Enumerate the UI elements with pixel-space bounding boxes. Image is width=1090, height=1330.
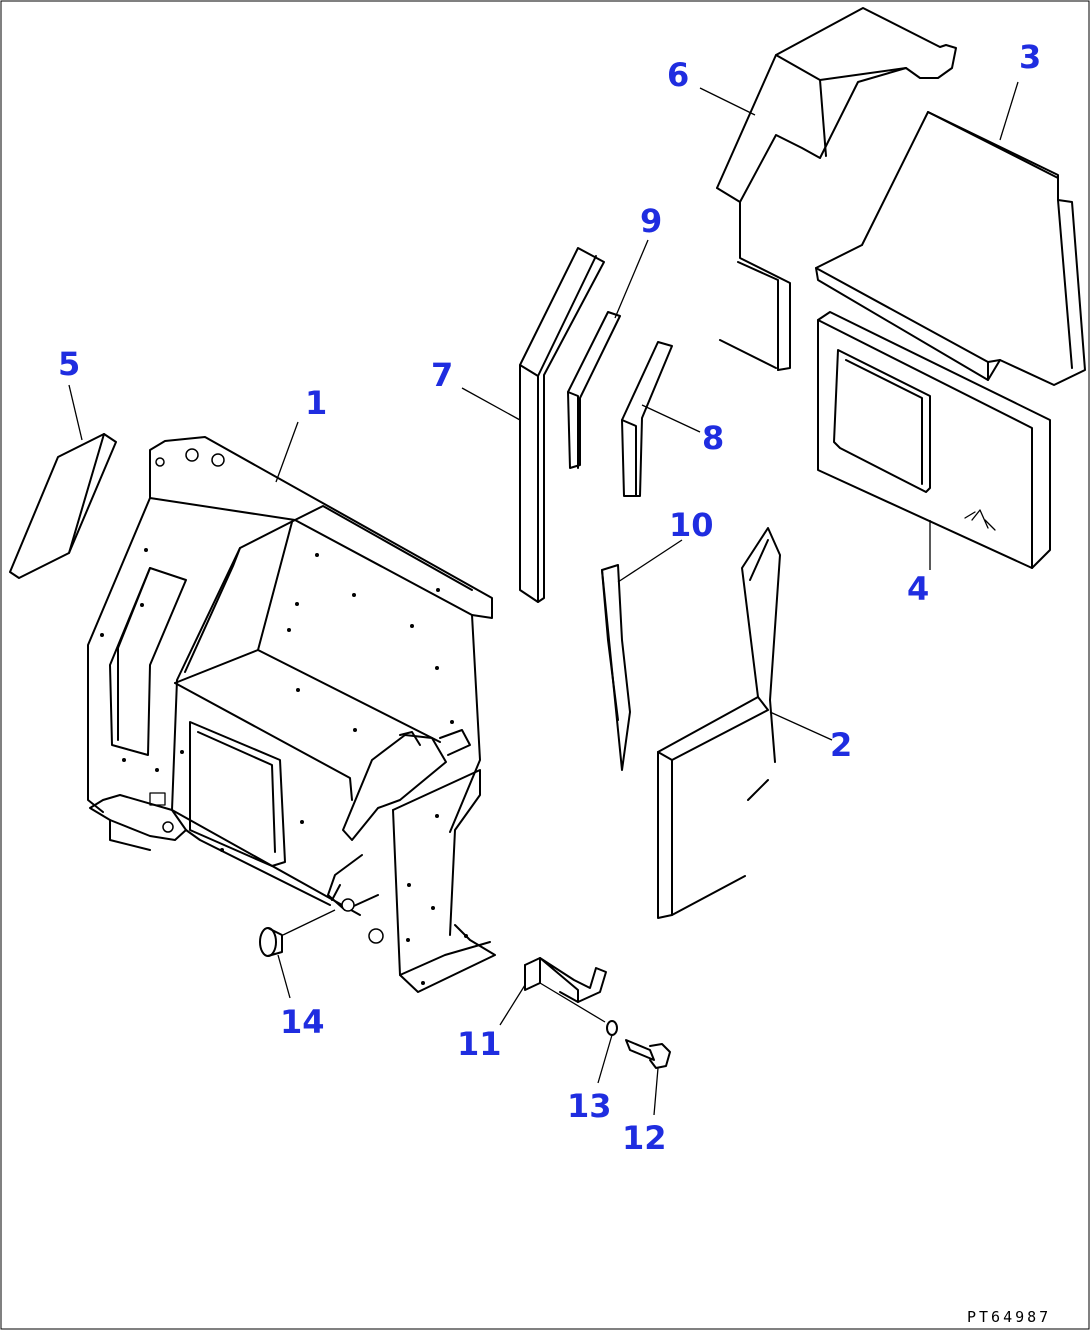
callout-8: 8 — [702, 419, 724, 457]
part-13-washer — [606, 1020, 618, 1036]
part-8-strip — [621, 341, 673, 497]
callout-6: 6 — [667, 56, 689, 94]
drawing-number: PT64987 — [967, 1308, 1051, 1326]
part-7-strip — [519, 247, 605, 603]
callout-13: 13 — [567, 1087, 612, 1125]
part-2-panel — [657, 527, 781, 919]
leader-lines — [68, 81, 1019, 1116]
part-1-housing — [87, 436, 496, 993]
housing-holes — [100, 548, 468, 985]
callout-2: 2 — [830, 726, 852, 764]
callout-14: 14 — [280, 1003, 325, 1041]
part-9-strip — [567, 311, 621, 469]
callout-11: 11 — [457, 1025, 502, 1063]
callout-1: 1 — [305, 384, 327, 422]
callout-9: 9 — [640, 202, 662, 240]
callout-7: 7 — [431, 356, 453, 394]
part-6-upper-panel — [716, 7, 957, 371]
callout-10: 10 — [669, 506, 714, 544]
callout-3: 3 — [1019, 38, 1041, 76]
callout-12: 12 — [622, 1119, 667, 1157]
callout-5: 5 — [58, 345, 80, 383]
callout-4: 4 — [907, 570, 929, 608]
part-14-plug — [259, 927, 283, 957]
part-5-pad — [9, 433, 117, 579]
part-12-bolt — [625, 1039, 671, 1069]
part-10-strip — [601, 564, 631, 771]
part-3-large-panel — [815, 111, 1086, 386]
part-11-bracket — [524, 957, 607, 1003]
part-4-window-panel — [817, 311, 1051, 569]
